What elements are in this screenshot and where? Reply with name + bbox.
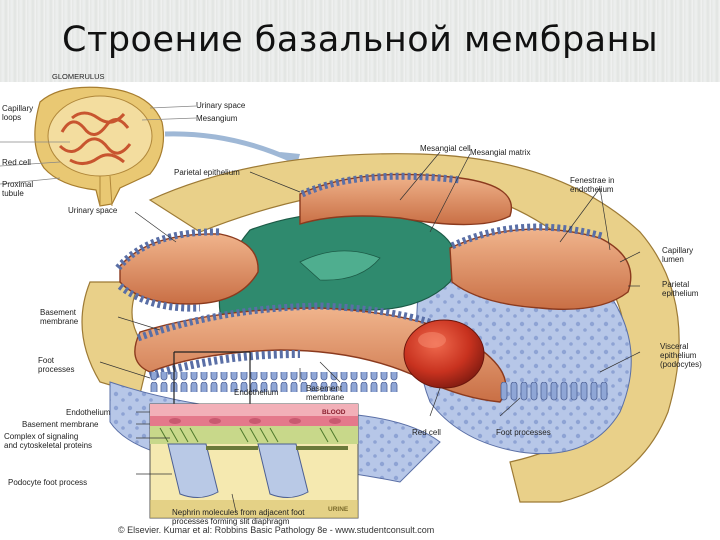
label-foot-processes-bottom: Foot processes	[496, 428, 551, 437]
label-mesangial-matrix: Mesangial matrix	[470, 148, 531, 157]
slide-title: Строение базальной мембраны	[62, 20, 659, 60]
label-capillary-loops: Capillary loops	[2, 104, 34, 122]
inset-glomerulus	[0, 86, 197, 207]
header-band	[0, 0, 720, 82]
label-glomerulus: GLOMERULUS	[52, 72, 105, 81]
label-blood: BLOOD	[322, 409, 346, 416]
zoom-arrow	[164, 131, 294, 163]
label-basement-membrane-left: Basement membrane	[40, 308, 79, 326]
label-mesangium: Mesangium	[196, 114, 238, 123]
label-capillary-lumen: Capillary lumen	[662, 246, 694, 264]
label-parietal-epithelium-right: Parietal epithelium	[662, 280, 699, 298]
label-endothelium-mid: Endothelium	[234, 388, 279, 397]
label-visceral-epithelium: Visceral epithelium (podocytes)	[660, 342, 702, 369]
label-mesangial-cell: Mesangial cell	[420, 144, 471, 153]
glomerulus-diagram	[0, 86, 680, 519]
label-red-cell-inset: Red cell	[2, 158, 31, 167]
label-basement-membrane: Basement membrane	[22, 420, 99, 429]
label-parietal-epithelium-top: Parietal epithelium	[174, 168, 240, 177]
label-foot-processes-left: Foot processes	[38, 356, 75, 374]
label-endothelium: Endothelium	[66, 408, 111, 417]
label-signaling-complex: Complex of signaling and cytoskeletal pr…	[4, 432, 93, 450]
label-nephrin: Nephrin molecules from adjacent foot pro…	[172, 508, 305, 526]
red-blood-cell	[403, 319, 485, 389]
label-basement-membrane-mid: Basement membrane	[306, 384, 345, 402]
detail-panel	[136, 403, 359, 519]
label-proximal-tubule: Proximal tubule	[2, 180, 34, 198]
label-urine: URINE	[328, 506, 349, 513]
label-fenestrae: Fenestrae in endothelium	[570, 176, 615, 194]
label-red-cell-main: Red cell	[412, 428, 441, 437]
label-podocyte-foot-process: Podocyte foot process	[8, 478, 88, 487]
copyright-line: © Elsevier. Kumar et al: Robbins Basic P…	[118, 525, 435, 535]
label-urinary-space-inset: Urinary space	[196, 101, 246, 110]
label-urinary-space: Urinary space	[68, 206, 118, 215]
